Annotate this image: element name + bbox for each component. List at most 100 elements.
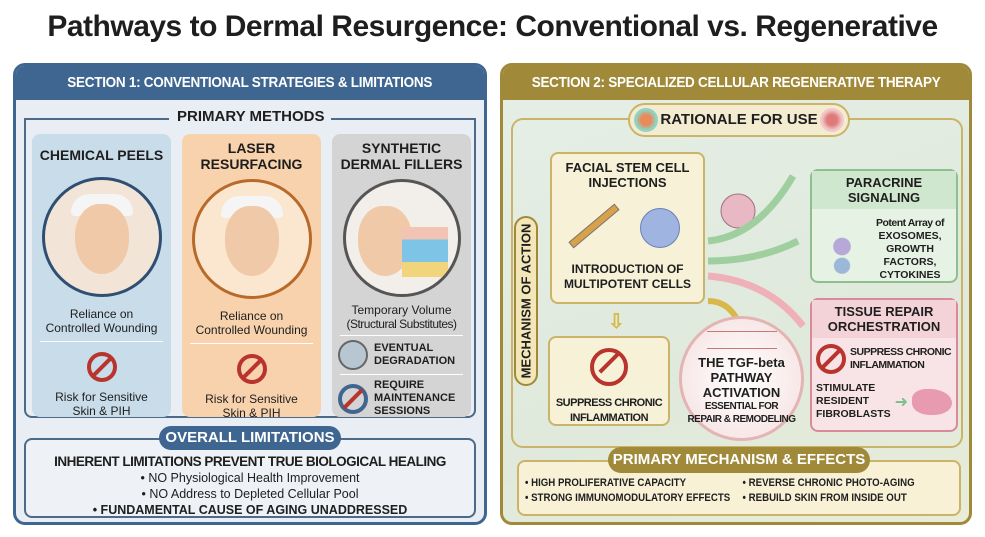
method-title: LASER xyxy=(227,140,276,156)
method-desc: Temporary Volume xyxy=(351,303,452,317)
box-desc: MULTIPOTENT CELLS xyxy=(563,277,692,291)
method-title: RESURFACING xyxy=(200,156,303,172)
desc-line: STIMULATE xyxy=(816,382,876,394)
effects-box: • HIGH PROLIFERATIVE CAPACITY • STRONG I… xyxy=(517,460,961,516)
desc-line: RESIDENT xyxy=(816,395,870,407)
box-title: INJECTIONS xyxy=(588,175,667,190)
effect-item: • STRONG IMMUNOMODULATORY EFFECTS xyxy=(525,492,731,504)
method-card-chemical-peels: CHEMICAL PEELS Reliance on Controlled Wo… xyxy=(32,134,171,418)
no-renew-icon xyxy=(338,383,368,414)
desc-line: FIBROBLASTS xyxy=(816,408,891,420)
item-text: REQUIRE xyxy=(374,379,425,391)
section-regenerative: SECTION 2: SPECIALIZED CELLULAR REGENERA… xyxy=(500,63,972,525)
tgf-sub: ESSENTIAL FOR xyxy=(704,401,779,412)
no-fire-icon xyxy=(590,348,628,386)
no-fire-icon xyxy=(816,344,846,374)
box-title: PARACRINE xyxy=(845,175,923,190)
effects-column-right: • REVERSE CHRONIC PHOTO-AGING • REBUILD … xyxy=(743,476,915,506)
desc-line: Potent Array of xyxy=(876,217,944,229)
method-desc: Reliance on xyxy=(219,309,284,323)
cell-cluster-icon xyxy=(640,208,680,248)
method-card-dermal-fillers: SYNTHETIC DERMAL FILLERS Temporary Volum… xyxy=(332,134,471,417)
section1-header: SECTION 1: CONVENTIONAL STRATEGIES & LIM… xyxy=(67,74,433,91)
tgf-text: PATHWAY xyxy=(710,370,773,385)
box-desc: SUPPRESS CHRONIC xyxy=(555,397,663,409)
effects-column-left: • HIGH PROLIFERATIVE CAPACITY • STRONG I… xyxy=(525,476,730,506)
item-text: SESSIONS xyxy=(374,405,431,417)
cell-cluster-icon xyxy=(720,193,756,229)
risk-text: Skin & PIH xyxy=(222,406,281,420)
tgf-text: THE TGF-beta xyxy=(698,355,785,370)
tgf-sub: REPAIR & REMODELING xyxy=(687,414,796,425)
mechanism-of-action-label: MECHANISM OF ACTION xyxy=(514,216,538,386)
box-title: TISSUE REPAIR xyxy=(834,304,934,319)
method-title: SYNTHETIC xyxy=(361,140,442,156)
item-text: EVENTUAL xyxy=(374,342,434,354)
method-desc: (Structural Substitutes) xyxy=(346,317,457,331)
face-peel-illustration xyxy=(41,177,162,297)
effect-item: • REVERSE CHRONIC PHOTO-AGING xyxy=(742,477,915,489)
effect-item: • REBUILD SKIN FROM INSIDE OUT xyxy=(742,492,907,504)
rationale-text: RATIONALE FOR USE xyxy=(660,111,818,128)
fibroblast-icon xyxy=(912,388,952,415)
box-desc: INTRODUCTION OF xyxy=(571,262,684,276)
desc-line: EXOSOMES, xyxy=(878,230,942,242)
method-title: CHEMICAL PEELS xyxy=(39,147,164,163)
box-title: ORCHESTRATION xyxy=(827,319,941,334)
arrow-to-tissue-repair xyxy=(707,272,806,329)
arrow-right-icon: ➜ xyxy=(894,393,909,411)
method-title: DERMAL FILLERS xyxy=(340,156,463,172)
desc-line: SUPPRESS CHRONIC xyxy=(850,346,952,358)
primary-methods-frame xyxy=(24,118,476,418)
arrow-to-paracrine xyxy=(707,237,800,265)
section-conventional: SECTION 1: CONVENTIONAL STRATEGIES & LIM… xyxy=(13,63,487,525)
method-desc: Controlled Wounding xyxy=(45,321,158,335)
risk-text: Risk for Sensitive xyxy=(205,392,298,406)
box-desc: INFLAMMATION xyxy=(569,412,649,424)
degradation-icon xyxy=(338,340,368,370)
overall-limitations-box: INHERENT LIMITATIONS PREVENT TRUE BIOLOG… xyxy=(24,438,476,518)
exosomes-icon xyxy=(822,219,862,274)
molecule-icon xyxy=(706,331,777,349)
frame-top-line-right xyxy=(331,118,476,120)
method-desc: Controlled Wounding xyxy=(195,323,308,337)
item-text: DEGRADATION xyxy=(374,355,456,367)
tissue-repair-box: TISSUE REPAIR ORCHESTRATION SUPPRESS CHR… xyxy=(810,298,958,432)
face-filler-illustration xyxy=(342,179,461,297)
paracrine-signaling-box: PARACRINE SIGNALING Potent Array of EXOS… xyxy=(810,169,958,283)
method-card-laser-resurfacing: LASER RESURFACING Reliance on Controlled… xyxy=(182,134,321,420)
box-title: FACIAL STEM CELL xyxy=(565,160,690,175)
page-title: Pathways to Dermal Resurgence: Conventio… xyxy=(47,10,938,43)
item-text: MAINTENANCE xyxy=(374,392,456,404)
overall-limitations-label: OVERALL LIMITATIONS xyxy=(159,426,341,450)
limitation-item: • NO Physiological Health Improvement xyxy=(140,471,360,485)
suppress-inflammation-box: SUPPRESS CHRONIC INFLAMMATION xyxy=(548,336,670,426)
face-laser-illustration xyxy=(191,179,312,299)
frame-top-line-left xyxy=(24,118,169,120)
prohibited-icon xyxy=(236,354,267,384)
limitation-item: • NO Address to Depleted Cellular Pool xyxy=(141,487,359,501)
tgf-beta-circle: THE TGF-beta PATHWAY ACTIVATION ESSENTIA… xyxy=(679,316,804,441)
tgf-text: ACTIVATION xyxy=(702,385,781,400)
desc-line: FACTORS, xyxy=(883,256,937,268)
effect-item: • HIGH PROLIFERATIVE CAPACITY xyxy=(525,477,687,489)
box-title: SIGNALING xyxy=(847,190,921,205)
stem-cell-icon xyxy=(634,108,658,132)
limitation-item: • FUNDAMENTAL CAUSE OF AGING UNADDRESSED xyxy=(92,503,408,517)
section1-header-bar: SECTION 1: CONVENTIONAL STRATEGIES & LIM… xyxy=(16,66,484,100)
rationale-label: RATIONALE FOR USE xyxy=(628,103,850,137)
method-desc: Reliance on xyxy=(69,307,134,321)
overall-heading: INHERENT LIMITATIONS PREVENT TRUE BIOLOG… xyxy=(54,454,446,469)
desc-line: INFLAMMATION xyxy=(850,359,925,371)
arrow-to-paracrine xyxy=(707,174,797,245)
risk-text: Skin & PIH xyxy=(72,404,131,418)
desc-line: CYTOKINES xyxy=(879,269,941,281)
primary-methods-label: PRIMARY METHODS xyxy=(169,108,331,125)
exosome-icon xyxy=(820,108,844,132)
syringe-icon xyxy=(568,203,620,249)
section2-header-bar: SECTION 2: SPECIALIZED CELLULAR REGENERA… xyxy=(503,66,969,100)
mechanism-text: MECHANISM OF ACTION xyxy=(518,223,534,379)
desc-line: GROWTH xyxy=(886,243,934,255)
